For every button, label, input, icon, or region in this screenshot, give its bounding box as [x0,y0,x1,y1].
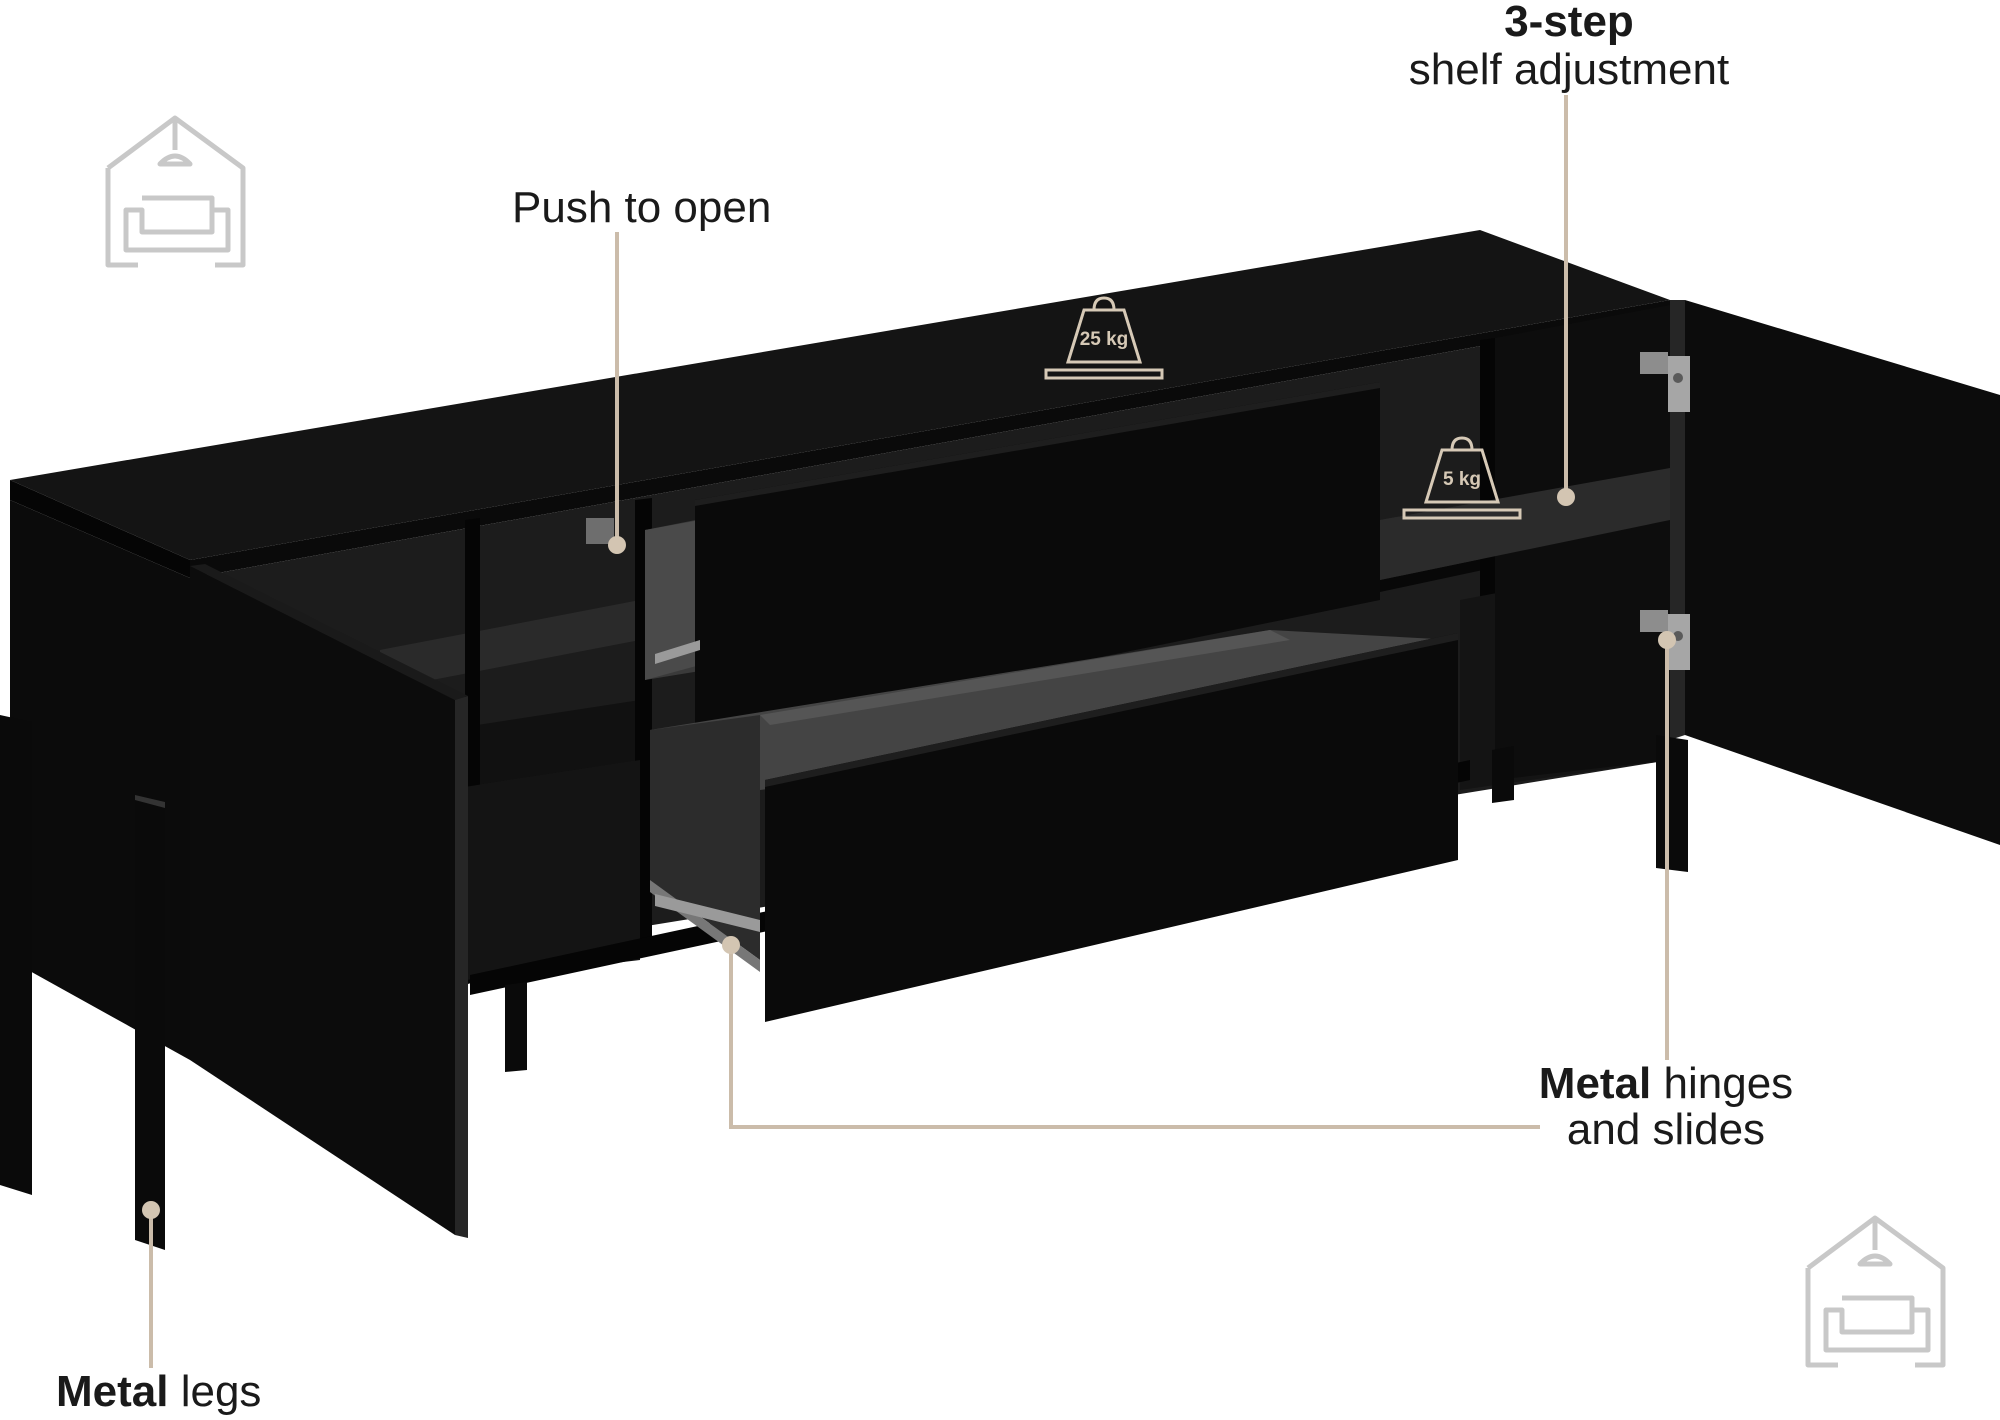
lower-drawer-front [765,633,1458,1022]
weight-badge-shelf-label: 5 kg [1443,469,1481,490]
right-door [1685,300,2000,845]
leg-front-left-outer [0,715,32,1195]
leg-front-right [1656,735,1688,872]
leg-front-left [135,795,165,1250]
home-sofa-watermark-icon [105,115,246,268]
leg-back-left [505,982,527,1072]
shelf-adjustment-text: shelf adjustment [1408,45,1730,94]
push-to-open-label: Push to open [512,186,771,230]
hinges-line2: and slides [1566,1105,1766,1154]
callout-dots [142,488,1676,1219]
hinges-bold: Metal [1538,1059,1652,1108]
shelf-adjustment-label: 3-step shelf adjustment [1404,0,1734,92]
leg-back-right [1492,746,1514,803]
hinge-upper [1640,352,1690,412]
callout-lines [149,95,1669,1368]
left-door [190,566,455,1235]
metal-legs-label: Metal legs [56,1370,261,1414]
weight-icon: 25 kg [1044,296,1164,380]
legs-text: legs [180,1367,262,1416]
hinges-text: hinges [1663,1059,1794,1108]
cabinet-top [10,230,1670,560]
weight-icon: 5 kg [1402,436,1522,520]
shelf-adjustment-bold: 3-step [1504,0,1634,46]
legs-bold: Metal [56,1367,169,1416]
home-sofa-watermark-icon [1805,1215,1946,1368]
push-to-open-text: Push to open [512,183,772,232]
hinges-slides-label: Metal hinges and slides [1526,1062,1806,1152]
tv-cabinet [0,230,2000,1250]
weight-badge-top-label: 25 kg [1080,329,1129,350]
